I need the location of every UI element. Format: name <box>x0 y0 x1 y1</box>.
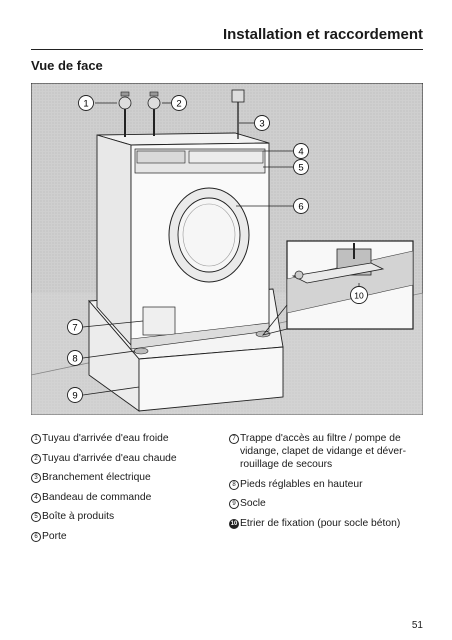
legend-number-icon: 1 <box>31 434 41 444</box>
legend-text: Branchement électrique <box>42 472 151 483</box>
legend-number-icon: 3 <box>31 473 41 483</box>
callout-3-label: 3 <box>259 119 264 130</box>
legend-number-icon: 10 <box>229 518 239 529</box>
callout-2-label: 2 <box>176 99 181 110</box>
legend-number-icon: 2 <box>31 453 41 464</box>
legend-text: Pieds réglables en hauteur <box>240 478 363 490</box>
callout-1-marker: 1 <box>78 95 94 111</box>
legend-number-icon: 6 <box>31 531 41 542</box>
section-title: Vue de face <box>31 58 103 73</box>
callout-5-marker: 5 <box>293 159 309 175</box>
page-header: Installation et raccordement <box>31 20 423 50</box>
illustration-svg: 1 2 3 4 5 6 7 8 <box>31 83 423 415</box>
legend-number-icon: 9 <box>229 499 239 509</box>
legend-text: Tuyau d'arrivée d'eau chaude <box>42 452 177 464</box>
callout-7-marker: 7 <box>67 319 83 335</box>
water-connections <box>118 91 161 137</box>
legend-text: Boîte à produits <box>42 511 115 522</box>
leader-lines <box>82 102 360 396</box>
washing-machine <box>96 132 271 355</box>
power-socket <box>231 89 245 139</box>
legend-text: Porte <box>42 530 67 542</box>
washing-machine-illustration: 1 2 3 4 5 6 7 8 <box>31 83 423 415</box>
header-title: Installation et raccordement <box>222 26 423 43</box>
legend-number-icon: 5 <box>31 512 41 522</box>
callout-8-marker: 8 <box>67 350 83 366</box>
callout-6-label: 6 <box>298 202 303 213</box>
legend-text: Socle <box>240 498 266 509</box>
callout-10-marker: 10 <box>350 286 368 304</box>
legend-text: Trappe d'accès au filtre / pompe de vida… <box>240 433 407 470</box>
legend-number-icon: 7 <box>229 434 239 444</box>
callout-5-label: 5 <box>298 163 303 174</box>
callout-9-marker: 9 <box>67 387 83 403</box>
callout-8-label: 8 <box>72 354 77 365</box>
page-number: 51 <box>411 620 423 631</box>
legend-text: Etrier de fixation (pour socle béton) <box>240 517 401 529</box>
callout-4-marker: 4 <box>293 143 309 159</box>
callout-10-label: 10 <box>354 291 364 301</box>
callout-1-label: 1 <box>83 99 88 110</box>
callout-6-marker: 6 <box>293 198 309 214</box>
legend-text: Bandeau de commande <box>42 491 152 503</box>
legend-number-icon: 4 <box>31 492 41 503</box>
callout-3-marker: 3 <box>254 115 270 131</box>
callout-4-label: 4 <box>298 147 303 158</box>
callout-7-label: 7 <box>72 323 77 334</box>
header-rule <box>31 49 423 50</box>
callout-9-label: 9 <box>72 391 77 402</box>
legend-number-icon: 8 <box>229 479 239 490</box>
callout-2-marker: 2 <box>171 95 187 111</box>
mounting-bracket-detail <box>261 240 414 336</box>
legend-text: Tuyau d'arrivée d'eau froide <box>42 433 169 444</box>
